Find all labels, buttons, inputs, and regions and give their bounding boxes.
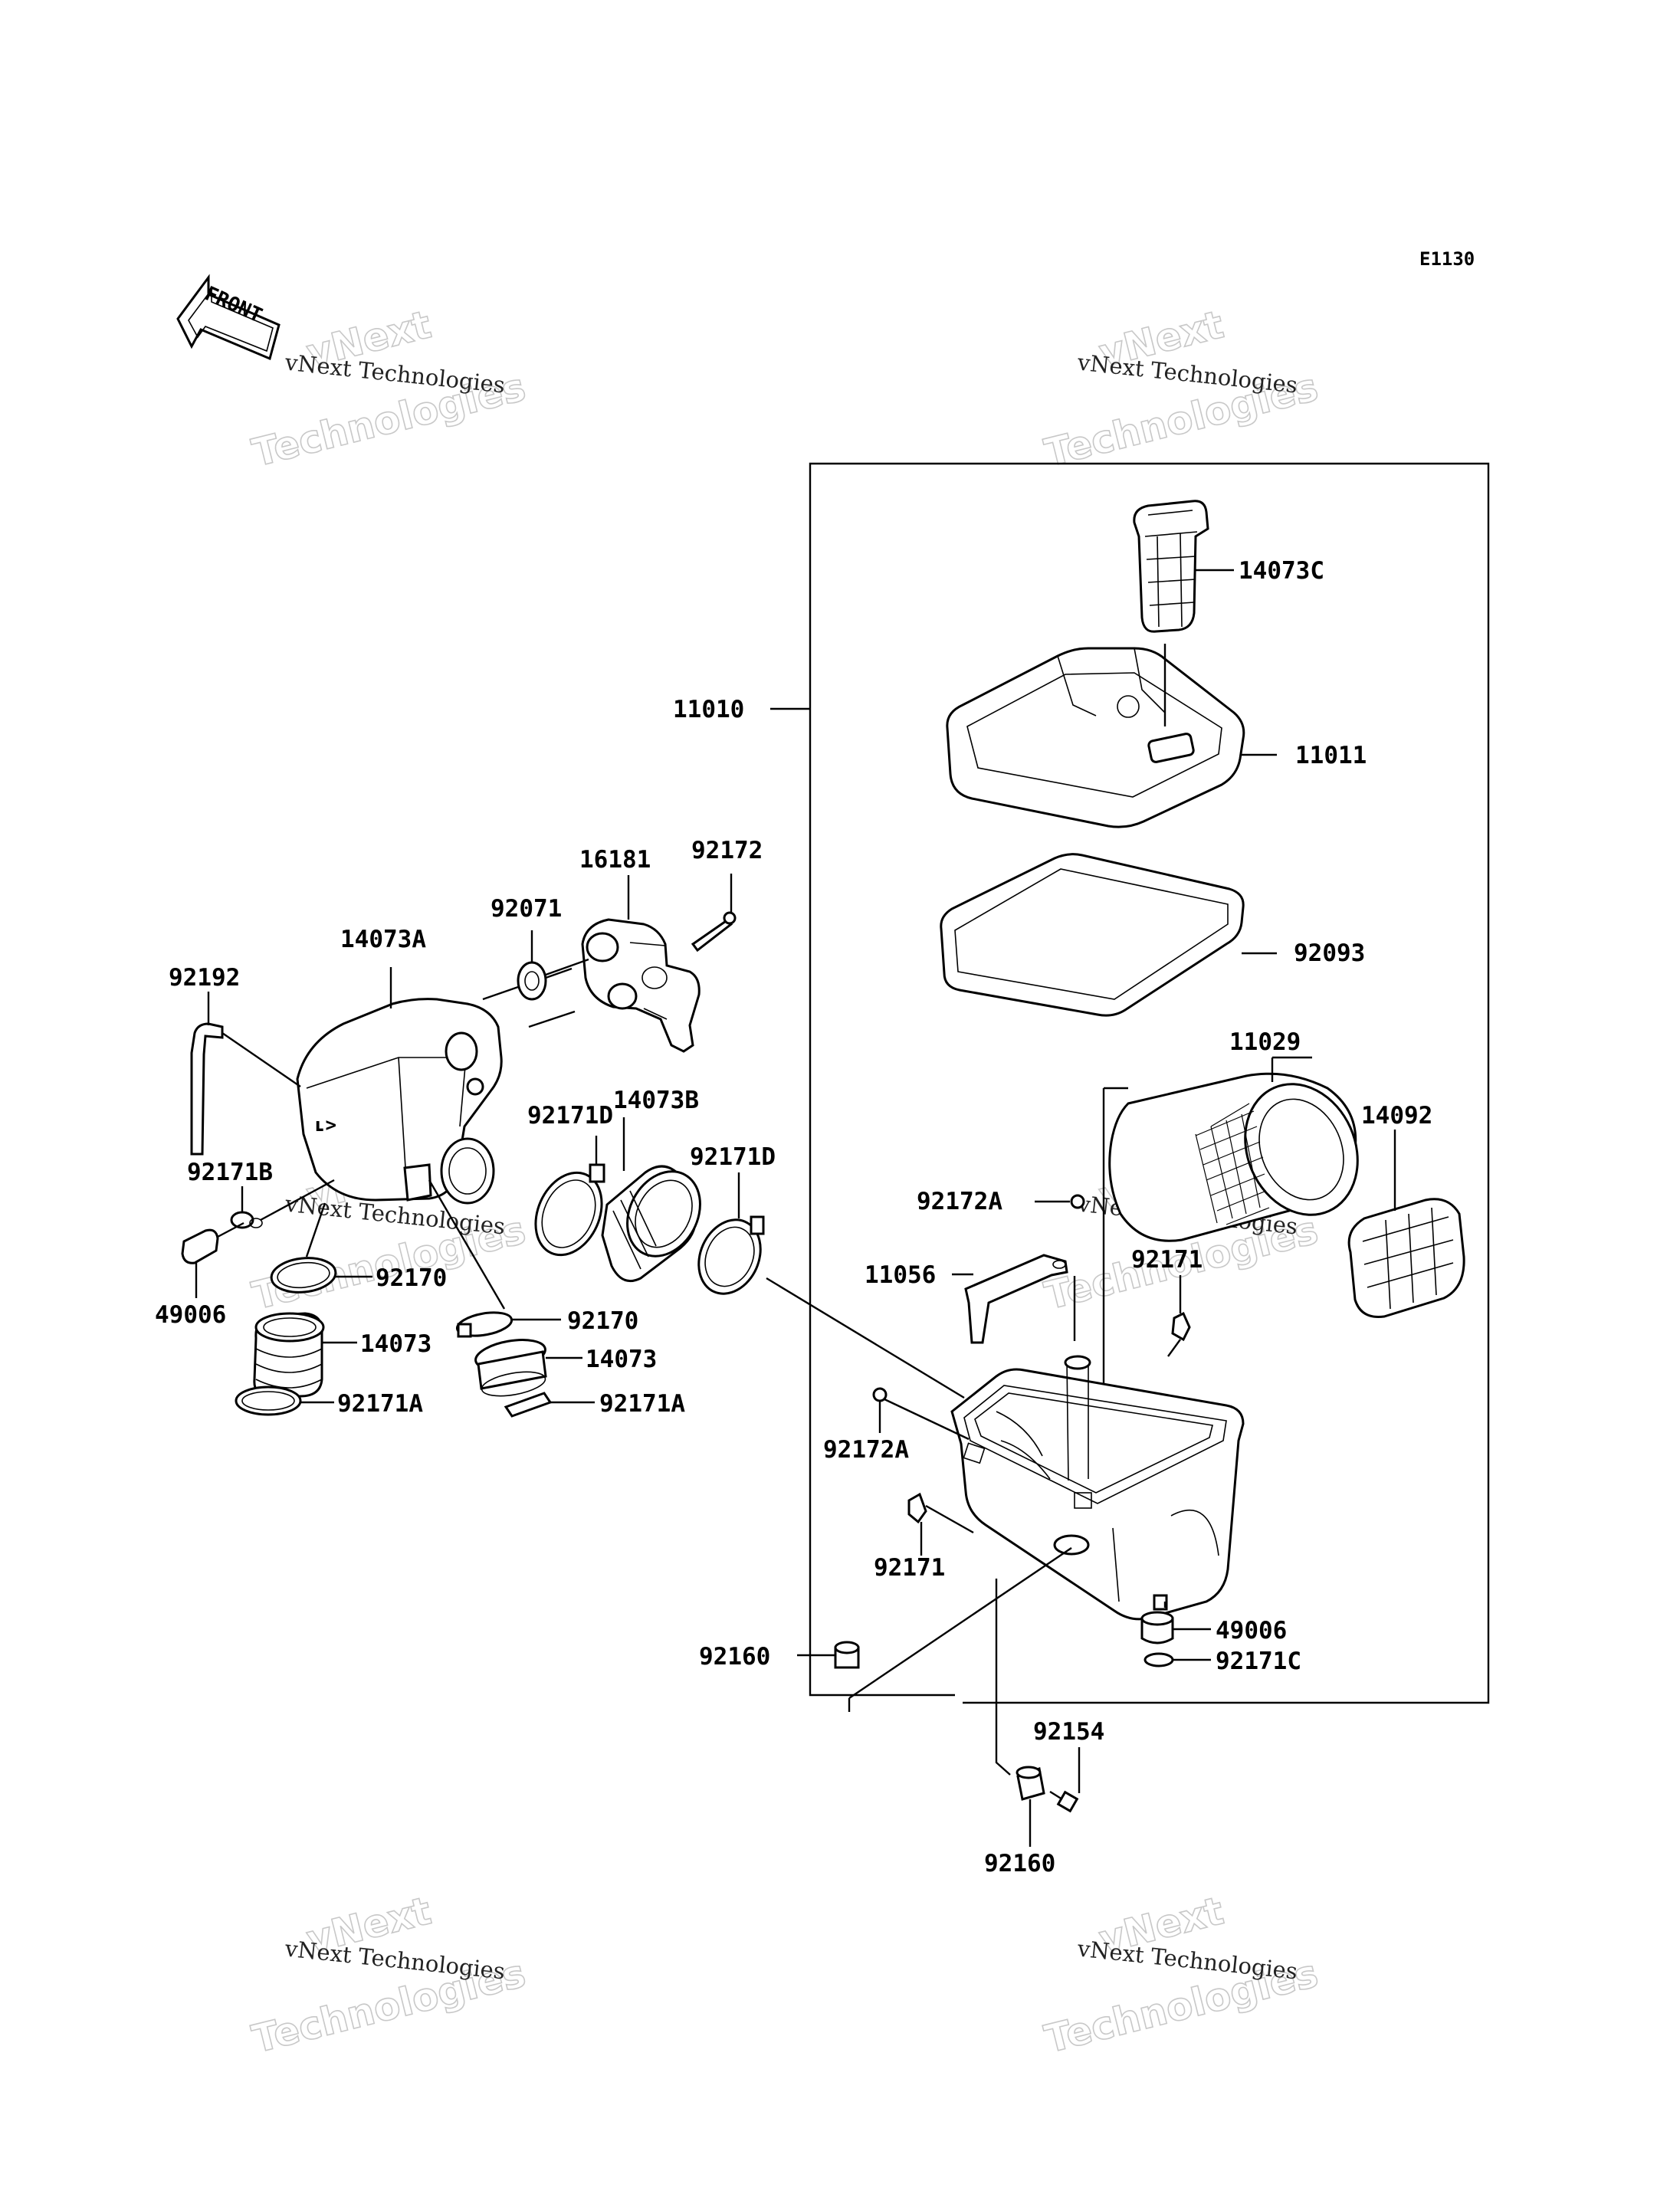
gasket-part	[940, 853, 1277, 1017]
housing-part	[528, 875, 701, 1053]
hose-clamp-part	[504, 1392, 595, 1418]
airbox-cover-part	[946, 644, 1277, 828]
part-label-14073A: 14073A	[340, 926, 426, 953]
grommet-part	[995, 1579, 1045, 1847]
snorkel-part	[1133, 500, 1234, 633]
part-label-92160-1: 92160	[699, 1643, 770, 1671]
part-label-92071: 92071	[491, 895, 562, 923]
part-label-92171B: 92171B	[187, 1159, 273, 1186]
front-arrow-icon: FRONT	[176, 274, 281, 361]
part-label-14073B: 14073B	[613, 1087, 699, 1114]
part-label-92171-1: 92171	[1131, 1246, 1203, 1274]
part-label-92171-2: 92171	[874, 1554, 945, 1582]
screw-part	[1035, 1194, 1085, 1209]
part-label-92172A-1: 92172A	[917, 1188, 1002, 1215]
screw-part	[691, 874, 737, 953]
cap-part	[181, 1221, 244, 1298]
bracket-part	[952, 1254, 1076, 1344]
clip-part	[1144, 1652, 1211, 1667]
hose-part	[253, 1312, 357, 1399]
diagram-code: E1130	[1419, 248, 1475, 270]
watermark-caption: vNext Technologies	[283, 1935, 506, 1984]
watermark-caption: vNext Technologies	[1075, 349, 1298, 398]
screw-part	[872, 1387, 970, 1441]
part-label-49006-1: 49006	[155, 1301, 226, 1329]
part-label-92171A-1: 92171A	[337, 1390, 423, 1418]
svg-text:ʟ>: ʟ>	[314, 1114, 336, 1136]
part-label-92093: 92093	[1294, 939, 1365, 967]
part-label-92192: 92192	[169, 964, 240, 992]
part-label-14073-1: 14073	[360, 1330, 431, 1358]
clip-part	[1167, 1275, 1191, 1357]
part-label-14073-2: 14073	[586, 1346, 657, 1373]
part-label-92160-2: 92160	[984, 1850, 1055, 1877]
part-label-49006-2: 49006	[1216, 1617, 1287, 1644]
part-label-92172A-2: 92172A	[823, 1436, 909, 1464]
part-label-11011: 11011	[1295, 742, 1367, 769]
cap-part	[1140, 1602, 1211, 1644]
part-label-92171C: 92171C	[1216, 1648, 1301, 1675]
watermark-caption: vNext Technologies	[1075, 1935, 1298, 1984]
hose-clamp-part	[235, 1385, 334, 1416]
clip-part	[230, 1179, 335, 1229]
watermark-bottom-left: vNext Technologies vNext Technologies	[248, 1888, 530, 2063]
intake-boot-part	[601, 1117, 701, 1282]
part-label-92170-1: 92170	[376, 1264, 447, 1292]
seal-part	[482, 930, 573, 1001]
clip-part	[907, 1492, 974, 1556]
part-label-11056: 11056	[865, 1261, 936, 1289]
hose-clamp-part	[428, 1179, 561, 1338]
hose-clamp-part	[270, 1202, 372, 1294]
part-label-11010: 11010	[673, 696, 744, 723]
watermark-bottom-right: vNext Technologies vNext Technologies	[1040, 1888, 1323, 2063]
part-label-14092: 14092	[1361, 1102, 1432, 1130]
assembly-bracket	[809, 462, 1490, 1704]
part-label-16181: 16181	[579, 846, 651, 874]
part-label-92154: 92154	[1033, 1718, 1104, 1746]
watermark-caption: vNext Technologies	[283, 349, 506, 398]
part-label-92172: 92172	[691, 837, 763, 864]
part-label-14073C: 14073C	[1239, 557, 1324, 585]
part-label-11029: 11029	[1229, 1028, 1301, 1056]
part-label-92170-2: 92170	[567, 1307, 638, 1335]
air-filter-part	[1108, 1056, 1359, 1242]
part-label-92171D-1: 92171D	[527, 1102, 613, 1130]
hose-clamp-part	[697, 1172, 965, 1399]
hose-part	[474, 1339, 582, 1397]
watermark-top-right: vNext Technologies vNext Technologies	[1040, 302, 1323, 477]
part-label-92171D-2: 92171D	[690, 1143, 776, 1171]
filter-screen-part	[1347, 1130, 1465, 1319]
watermark-top-left: vNext Technologies vNext Technologies	[248, 302, 530, 477]
part-label-92171A-2: 92171A	[599, 1390, 685, 1418]
grommet-part	[797, 1547, 1072, 1712]
airbox-case-part	[950, 1355, 1245, 1621]
bolt-part	[1049, 1747, 1081, 1813]
breather-tube-part	[190, 992, 301, 1156]
intake-duct-part: ʟ>	[296, 998, 503, 1205]
hose-clamp-part	[534, 1136, 605, 1257]
